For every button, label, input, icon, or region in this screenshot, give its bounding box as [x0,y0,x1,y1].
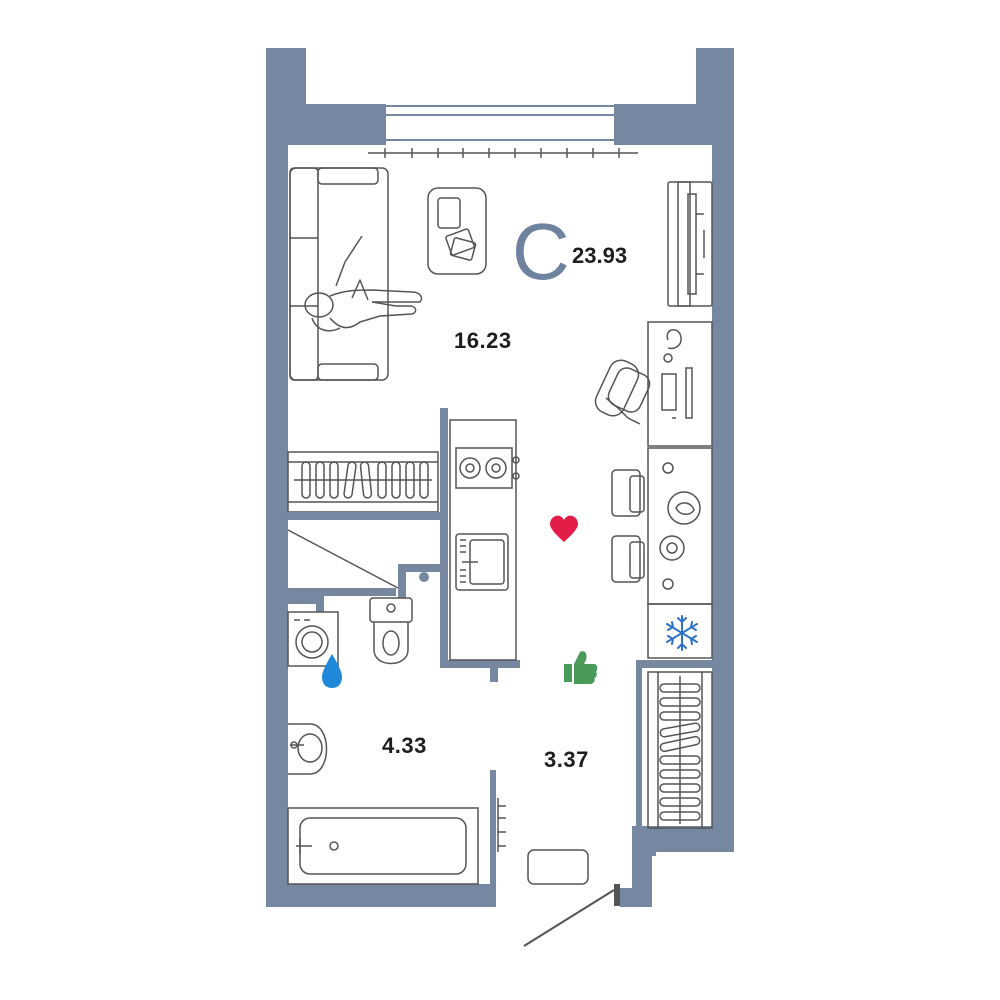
interior-walls [288,408,712,886]
entrance-door [523,889,615,947]
fridge [647,603,713,659]
door-jamb [614,884,620,906]
towel-rack [497,798,506,852]
bathroom-sink [288,723,328,775]
dining-table [647,447,713,605]
hall-wardrobe [647,671,713,829]
heart-icon [550,515,578,542]
hangers [301,461,429,499]
toilet [369,597,413,665]
closet-walls [288,512,440,520]
sofa [289,167,389,381]
coffee-table [427,187,487,275]
kitchen-counter [449,419,520,661]
pipe [419,572,429,582]
bathtub [287,807,479,885]
hall-hangers [659,683,701,821]
wall-corner [640,826,656,856]
snowflake-icon [666,615,698,651]
water-drop-icon [322,654,342,688]
dining-chairs [611,469,645,583]
area-label-hallway: 3.37 [544,747,589,772]
desk [647,321,713,447]
apartment-type-letter: С [512,207,570,296]
tv-unit [667,181,713,307]
walls [266,48,734,907]
area-label-bathroom: 4.33 [382,733,427,758]
person-on-sofa [304,235,423,332]
outer-wall [266,48,734,907]
entrance-rug [527,849,589,885]
window [386,104,614,145]
washing-machine [287,611,339,667]
desk-chair [594,359,651,425]
thumbs-up-icon [564,651,598,684]
door-swing [287,529,399,589]
area-label-living: 16.23 [454,328,512,353]
curtain-rod [368,148,638,158]
total-area: 23.93 [572,243,628,268]
